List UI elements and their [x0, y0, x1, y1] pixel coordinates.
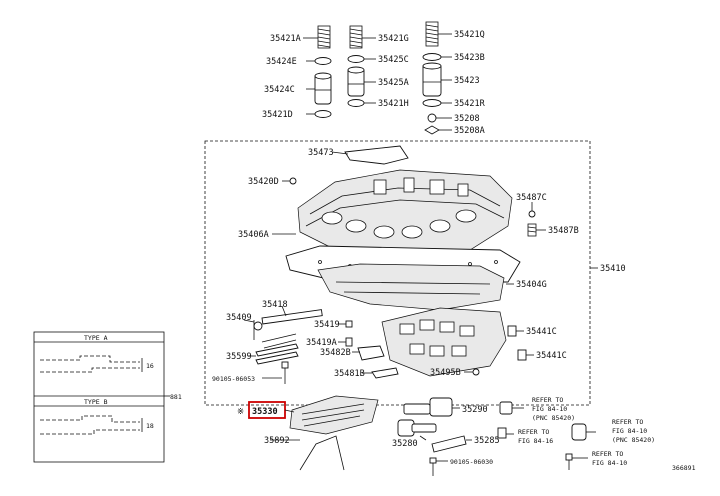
label-35441C-2: 35441C — [536, 351, 567, 361]
bolt-90105-06053 — [262, 361, 289, 384]
ref4-line1: REFER TO — [592, 450, 623, 458]
label-35441C-1: 35441C — [526, 327, 557, 337]
strainer-35330 — [289, 395, 379, 435]
pins-35409 — [243, 319, 297, 349]
inset-labels: TYPE A TYPE B 16 18 881 — [84, 334, 182, 430]
inset-dim-b: 18 — [146, 422, 154, 430]
plate-35473 — [344, 145, 409, 165]
plates-35599 — [248, 343, 299, 365]
label-35419: 35419 — [314, 320, 340, 330]
middle-valve-stack — [347, 25, 365, 107]
label-35423: 35423 — [454, 76, 480, 86]
label-35208: 35208 — [454, 114, 480, 124]
top-leader-lines — [303, 33, 452, 131]
bracket-35285 — [431, 435, 467, 453]
label-35487B: 35487B — [548, 226, 579, 236]
ref-connector-1 — [499, 401, 524, 415]
inset-dim-a: 16 — [146, 362, 154, 370]
left-valve-stack — [314, 25, 332, 118]
label-35481B: 35481B — [334, 369, 365, 379]
label-35420D: 35420D — [248, 177, 279, 187]
ref1-line3: (PNC 85420) — [532, 414, 575, 422]
label-35419A: 35419A — [306, 338, 337, 348]
reference-labels: REFER TO FIG 84-10 (PNC 85420) REFER TO … — [518, 396, 655, 467]
ref1-line2: FIG 84-10 — [532, 405, 567, 413]
inset-side-label: 881 — [170, 393, 182, 401]
label-35421R: 35421R — [454, 99, 486, 109]
bolt-90105-06030 — [429, 457, 448, 476]
ref4-line2: FIG 84-10 — [592, 459, 627, 467]
label-35421D: 35421D — [262, 110, 293, 120]
ref2-line1: REFER TO — [612, 418, 643, 426]
label-35425A: 35425A — [378, 78, 409, 88]
rod-35418 — [253, 305, 323, 331]
label-35330: 35330 — [252, 407, 278, 417]
label-35421Q: 35421Q — [454, 30, 485, 40]
label-35424E: 35424E — [266, 57, 297, 67]
label-highlight-prefix: ※ — [237, 407, 244, 417]
assembly-boundary — [204, 140, 591, 406]
label-35409: 35409 — [226, 313, 252, 323]
label-35423B: 35423B — [454, 53, 485, 63]
label-35473: 35473 — [308, 148, 334, 158]
label-35892: 35892 — [264, 436, 290, 446]
pipe-35892 — [299, 435, 345, 471]
label-35285: 35285 — [474, 436, 500, 446]
ref-connector-3 — [497, 427, 514, 439]
label-90105-06053: 90105-06053 — [212, 375, 255, 383]
ref-connector-2 — [571, 423, 596, 441]
figure-code: 366891 — [672, 464, 696, 472]
part-labels: 35421A 35421G 35421Q 35424E 35425C 35423… — [212, 30, 626, 466]
lower-body-right — [381, 307, 507, 377]
label-35421G: 35421G — [378, 34, 409, 44]
label-35421A: 35421A — [270, 34, 301, 44]
label-35208A: 35208A — [454, 126, 485, 136]
label-35424C: 35424C — [264, 85, 295, 95]
lower-valve-body — [317, 263, 505, 311]
ref3-line2: FIG 84-16 — [518, 437, 553, 445]
ref1-line1: REFER TO — [532, 396, 563, 404]
label-35421H: 35421H — [378, 99, 409, 109]
inset-type-a: TYPE A — [84, 334, 108, 342]
label-35410: 35410 — [600, 264, 626, 274]
label-35280: 35280 — [392, 439, 418, 449]
label-35599: 35599 — [226, 352, 252, 362]
ref3-line1: REFER TO — [518, 428, 549, 436]
ref2-line3: (PNC 85420) — [612, 436, 655, 444]
inset-type-b: TYPE B — [84, 398, 108, 406]
solenoid-35290 — [403, 397, 460, 417]
label-35495B: 35495B — [430, 368, 461, 378]
label-35404G: 35404G — [516, 280, 547, 290]
ref-connector-4 — [565, 453, 588, 470]
ref2-line2: FIG 84-10 — [612, 427, 647, 435]
right-valve-stack — [422, 21, 442, 135]
label-35482B: 35482B — [320, 348, 351, 358]
label-35290: 35290 — [462, 405, 488, 415]
label-35406A: 35406A — [238, 230, 269, 240]
type-inset — [33, 331, 170, 463]
label-35425C: 35425C — [378, 55, 409, 65]
label-35487C: 35487C — [516, 193, 547, 203]
label-90105-06030: 90105-06030 — [450, 458, 493, 466]
solenoid-35280 — [397, 419, 437, 441]
label-35418: 35418 — [262, 300, 288, 310]
upper-valve-body — [297, 169, 513, 259]
